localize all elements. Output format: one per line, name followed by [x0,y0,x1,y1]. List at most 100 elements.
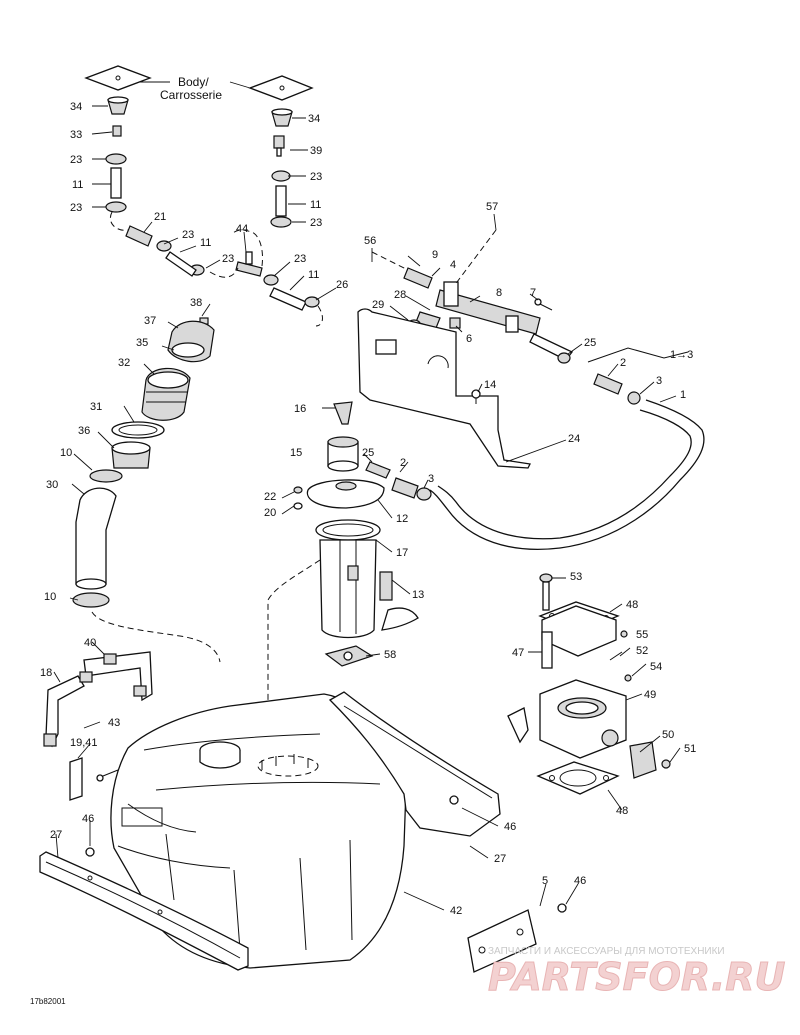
callout-label: 33 [70,129,82,141]
callout-label: 37 [144,315,156,327]
throttle-body-49 [507,679,627,759]
callout-label: 27 [50,829,62,841]
clamp-26 [304,296,320,308]
check-valve-21 [125,225,153,247]
callout-label: 48 [626,599,638,611]
callout-label: 32 [118,357,130,369]
filler-neck-32 [141,367,191,421]
callout-label: 3 [656,375,662,387]
screw-53 [539,573,553,611]
callout-labels: 34 34 33 39 23 23 23 23 23 23 23 11 11 1… [40,101,696,917]
tps-sensor-50 [629,741,657,779]
callout-label: 46 [504,821,516,833]
plate-5 [467,909,537,973]
callout-label: 4 [450,259,456,271]
fuel-rail-routing [371,229,497,287]
vent-valve-33 [112,125,122,137]
callout-label: 11 [308,269,319,281]
callout-label: 34 [70,101,82,113]
callout-label: 20 [264,507,276,519]
callout-label: 15 [290,447,302,459]
gasket-48-lower [536,761,620,795]
callout-label: 25 [362,447,374,459]
callout-label: 54 [650,661,662,673]
callout-label: 7 [530,287,536,299]
clamp-10-lower [72,592,110,608]
callout-label: 16 [294,403,306,415]
grommet-34-right [271,108,293,127]
clamp-23-set [105,153,292,286]
fuel-cap-assembly [167,317,215,363]
callout-label: 50 [662,729,674,741]
watermark-caption: ЗАПЧАСТИ И АКСЕССУАРЫ ДЛЯ МОТОТЕХНИКИ [488,946,725,957]
heat-shield-27-left [39,851,249,971]
filler-hose-30 [75,487,117,590]
callout-label: 3 [428,473,434,485]
body-mount-plates [84,65,314,101]
screw-51 [661,759,671,769]
callout-label: 19,41 [70,737,98,749]
leader-lines [53,81,681,911]
callout-label: 30 [46,479,58,491]
screws-46 [85,795,567,913]
callout-label: 39 [310,145,322,157]
callout-label: 44 [236,223,248,235]
callout-label: 5 [542,875,548,887]
callout-label: 17 [396,547,408,559]
fuel-tank-42 [110,693,407,969]
callout-label: 51 [684,743,696,755]
arrow-1-3 [587,347,689,363]
callout-label: 29 [372,299,384,311]
clamp-10-upper [89,469,123,483]
callout-label: 23 [294,253,306,265]
callout-label: 11 [72,179,83,191]
callout-label: 28 [394,289,406,301]
bracket-24 [357,308,531,469]
callout-label: 57 [486,201,498,213]
callout-label: 49 [644,689,656,701]
tee-fitting-44 [235,251,263,277]
callout-label: 55 [636,629,648,641]
strap-18 [43,671,93,748]
callout-label: 46 [82,813,94,825]
callout-label: 26 [336,279,348,291]
callout-label: 22 [264,491,276,503]
callout-label: 2 [620,357,626,369]
callout-label: 18 [40,667,52,679]
vent-hose-routing [110,211,323,327]
callout-label: 11 [310,199,321,211]
callout-label: 24 [568,433,580,445]
callout-label: 23 [310,171,322,183]
callout-label: 21 [154,211,166,223]
callout-label: 47 [512,647,524,659]
seal-22-20 [293,486,303,510]
callout-label: 35 [136,337,148,349]
filler-hose-routing [91,611,221,663]
callout-label: 25 [584,337,596,349]
callout-label: 23 [70,202,82,214]
callout-label: 42 [450,905,462,917]
callout-label: 56 [364,235,376,247]
arrow-note: 1→3 [670,349,693,361]
callout-label: 23 [310,217,322,229]
callout-label: 1 [680,389,686,401]
gasket-31 [111,421,165,439]
callout-label: 48 [616,805,628,817]
callout-label: 58 [384,649,396,661]
watermark-logo: PARTSFOR.RU [488,955,786,999]
watermark: ЗАПЧАСТИ И АКСЕССУАРЫ ДЛЯ МОТОТЕХНИКИ PA… [488,946,787,1000]
vent-valve-39 [273,135,285,157]
pump-install-line [267,559,321,770]
sensor-52-54-55 [609,630,632,682]
callout-label: 12 [396,513,408,525]
bracket-19-41 [69,757,119,801]
figure-code: 17b82001 [30,997,66,1006]
fuel-filter-15 [327,436,359,472]
callout-label: 10 [44,591,56,603]
callout-label: 23 [182,229,194,241]
callout-label: 53 [570,571,582,583]
callout-label: 10 [60,447,72,459]
callout-label: 23 [222,253,234,265]
callout-label: 6 [466,333,472,345]
